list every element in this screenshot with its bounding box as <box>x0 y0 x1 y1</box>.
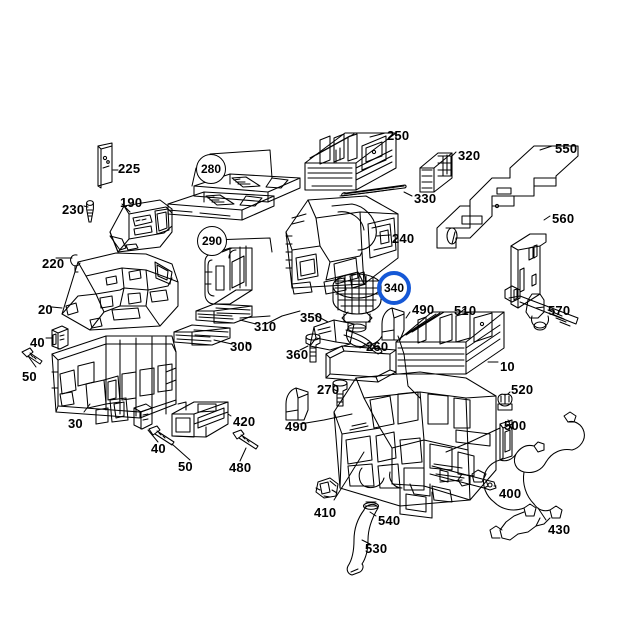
callout-520: 520 <box>511 382 534 397</box>
part-20-shape <box>61 252 179 331</box>
part-250-shape <box>304 132 397 191</box>
part-225-shape <box>97 142 113 189</box>
callout-circle-290-text: 290 <box>201 234 223 248</box>
callout-20: 20 <box>38 302 53 317</box>
callout-430: 430 <box>548 522 571 537</box>
callout-490-upper: 490 <box>412 302 435 317</box>
callout-330: 330 <box>414 191 437 206</box>
callout-circle-280[interactable]: 280 <box>196 154 226 184</box>
callout-300: 300 <box>230 339 253 354</box>
callout-560: 560 <box>552 211 575 226</box>
part-300-shape <box>173 324 231 346</box>
callout-360: 360 <box>286 347 309 362</box>
callout-400: 400 <box>499 486 522 501</box>
callout-350: 350 <box>300 310 323 325</box>
callout-190: 190 <box>120 195 143 210</box>
callout-310: 310 <box>254 319 277 334</box>
part-50-lower-shape <box>148 425 175 446</box>
part-290-shape <box>204 245 253 305</box>
part-50-upper-shape <box>21 347 43 365</box>
callout-circle-280-text: 280 <box>200 162 222 176</box>
callout-510: 510 <box>454 303 477 318</box>
part-310-shape <box>195 303 253 324</box>
callout-320: 320 <box>458 148 481 163</box>
callout-260: 260 <box>366 339 389 354</box>
part-550-shape <box>436 145 579 249</box>
callout-550: 550 <box>555 141 578 156</box>
callout-10: 10 <box>500 359 515 374</box>
callout-410: 410 <box>314 505 337 520</box>
part-490-upper-shape <box>381 307 405 341</box>
part-480-shape <box>232 429 259 450</box>
part-570-shape <box>504 285 579 331</box>
callout-270: 270 <box>317 382 340 397</box>
callout-220: 220 <box>42 256 65 271</box>
callout-530: 530 <box>365 541 388 556</box>
part-330-shape <box>341 184 407 197</box>
callout-50-lower: 50 <box>178 459 193 474</box>
callout-40-upper: 40 <box>30 335 45 350</box>
part-40-lower-shape <box>133 403 153 430</box>
callout-340-text: 340 <box>383 281 405 295</box>
part-510-shape <box>395 311 505 375</box>
callout-30: 30 <box>68 416 83 431</box>
callout-50-upper: 50 <box>22 369 37 384</box>
part-420-shape <box>171 401 229 438</box>
callout-circle-340-highlighted[interactable]: 340 <box>377 271 411 305</box>
part-190-shape <box>109 199 173 253</box>
part-430-shape <box>439 411 585 541</box>
leader-lines <box>27 132 553 545</box>
callout-40-lower: 40 <box>151 441 166 456</box>
callout-500: 500 <box>504 418 527 433</box>
part-360-shape <box>305 333 321 363</box>
part-240-shape <box>285 195 399 295</box>
part-320-shape <box>419 152 453 193</box>
part-280-shape <box>167 173 301 221</box>
callout-250: 250 <box>387 128 410 143</box>
part-490-lower-shape <box>285 387 309 421</box>
part-230-shape <box>86 200 94 223</box>
part-520-shape <box>497 393 513 411</box>
callout-230: 230 <box>62 202 85 217</box>
part-540-530-hose-shape <box>346 501 380 576</box>
part-410-shape <box>315 477 339 499</box>
callout-540: 540 <box>378 513 401 528</box>
callout-420: 420 <box>233 414 256 429</box>
part-40-upper-shape <box>51 325 69 350</box>
callout-570: 570 <box>548 303 571 318</box>
callout-240: 240 <box>392 231 415 246</box>
part-10-main-housing-shape <box>333 371 497 519</box>
callout-490-lower: 490 <box>285 419 308 434</box>
part-30-shape <box>51 335 177 425</box>
callout-225: 225 <box>118 161 141 176</box>
callout-circle-290[interactable]: 290 <box>197 226 227 256</box>
callout-480: 480 <box>229 460 252 475</box>
